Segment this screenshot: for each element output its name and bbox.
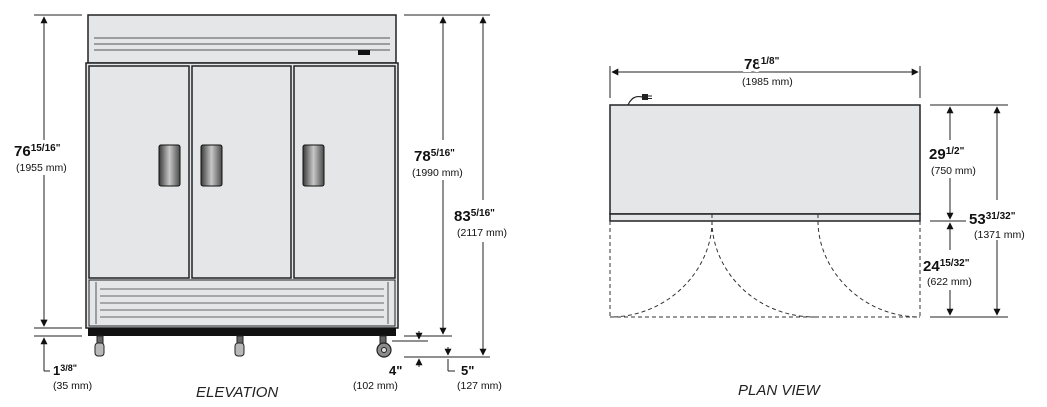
overall-height-frac: 5/16" bbox=[471, 208, 495, 219]
base-clearance-frac: 3/8" bbox=[60, 363, 77, 373]
plan-width-whole: 78 bbox=[744, 56, 761, 73]
dim-cabinet-height: 7615/16" (1955 mm) bbox=[14, 14, 82, 329]
svg-text:835/16": 835/16" bbox=[454, 208, 495, 225]
svg-text:13/8": 13/8" bbox=[53, 363, 77, 378]
caster-total-mm: (127 mm) bbox=[457, 380, 502, 392]
cabinet-height-whole: 76 bbox=[14, 143, 31, 160]
door-swing-arcs bbox=[609, 214, 921, 318]
dim-plan-depth: 291/2" (750 mm) bbox=[929, 104, 1008, 222]
door-height-whole: 78 bbox=[414, 148, 431, 165]
thermostat-display bbox=[358, 50, 370, 55]
elevation-view: 7615/16" (1955 mm) 13/8" (35 mm) 785/16"… bbox=[14, 14, 507, 401]
plan-depth-whole: 29 bbox=[929, 146, 946, 163]
cabinet-height-frac: 15/16" bbox=[31, 143, 61, 154]
svg-text:2415/32": 2415/32" bbox=[923, 258, 970, 275]
dim-overall-depth: 5331/32" (1371 mm) bbox=[969, 106, 1025, 316]
dim-door-swing: 2415/32" (622 mm) bbox=[923, 222, 1008, 318]
door-handle-center bbox=[200, 144, 223, 187]
plan-width-mm: (1985 mm) bbox=[742, 76, 793, 88]
dim-caster-height: 4" (102 mm) bbox=[353, 331, 428, 392]
door-handle-right bbox=[302, 144, 325, 187]
base-clearance-mm: (35 mm) bbox=[53, 380, 92, 392]
svg-text:291/2": 291/2" bbox=[929, 146, 965, 163]
plan-depth-frac: 1/2" bbox=[946, 146, 965, 157]
caster-center bbox=[234, 335, 245, 357]
plan-view-title: PLAN VIEW bbox=[738, 382, 822, 399]
plan-width-frac: 1/8" bbox=[761, 56, 780, 67]
door-swing-whole: 24 bbox=[923, 258, 940, 275]
dim-plan-width: 781/8" (1985 mm) bbox=[609, 53, 921, 98]
caster-height-mm: (102 mm) bbox=[353, 380, 398, 392]
door-swing-mm: (622 mm) bbox=[927, 276, 972, 288]
caster-height-label: 4" bbox=[389, 363, 402, 378]
overall-height-whole: 83 bbox=[454, 208, 471, 225]
plan-cabinet bbox=[609, 104, 921, 215]
door-height-frac: 5/16" bbox=[431, 148, 455, 159]
dim-overall-height: 835/16" (2117 mm) bbox=[404, 14, 507, 358]
caster-total-label: 5" bbox=[461, 363, 474, 378]
svg-text:5331/32": 5331/32" bbox=[969, 211, 1016, 228]
svg-text:7615/16": 7615/16" bbox=[14, 143, 61, 160]
top-grille bbox=[87, 14, 397, 64]
power-cord-icon bbox=[627, 94, 652, 106]
door-swing-frac: 15/32" bbox=[940, 258, 970, 269]
overall-depth-frac: 31/32" bbox=[986, 211, 1016, 222]
caster-right bbox=[376, 335, 392, 358]
dim-door-height: 785/16" (1990 mm) bbox=[404, 14, 463, 337]
svg-text:781/8": 781/8" bbox=[744, 56, 780, 73]
plan-depth-mm: (750 mm) bbox=[931, 165, 976, 177]
plan-door-line bbox=[609, 213, 921, 222]
dim-base-clearance: 13/8" (35 mm) bbox=[34, 316, 92, 392]
overall-height-mm: (2117 mm) bbox=[457, 227, 507, 239]
cabinet-height-mm: (1955 mm) bbox=[16, 162, 67, 174]
overall-depth-mm: (1371 mm) bbox=[974, 229, 1025, 241]
door-height-mm: (1990 mm) bbox=[412, 167, 463, 179]
elevation-title: ELEVATION bbox=[196, 384, 278, 401]
plan-view: 781/8" (1985 mm) 291/2" (750 mm) 2415/32… bbox=[609, 53, 1025, 399]
svg-text:785/16": 785/16" bbox=[414, 148, 455, 165]
caster-left bbox=[94, 335, 105, 357]
door-handle-left bbox=[158, 144, 181, 187]
dim-caster-total: 5" (127 mm) bbox=[444, 347, 502, 392]
base-rail bbox=[88, 328, 396, 336]
overall-depth-whole: 53 bbox=[969, 211, 986, 228]
base-clearance-whole: 1 bbox=[53, 363, 60, 378]
